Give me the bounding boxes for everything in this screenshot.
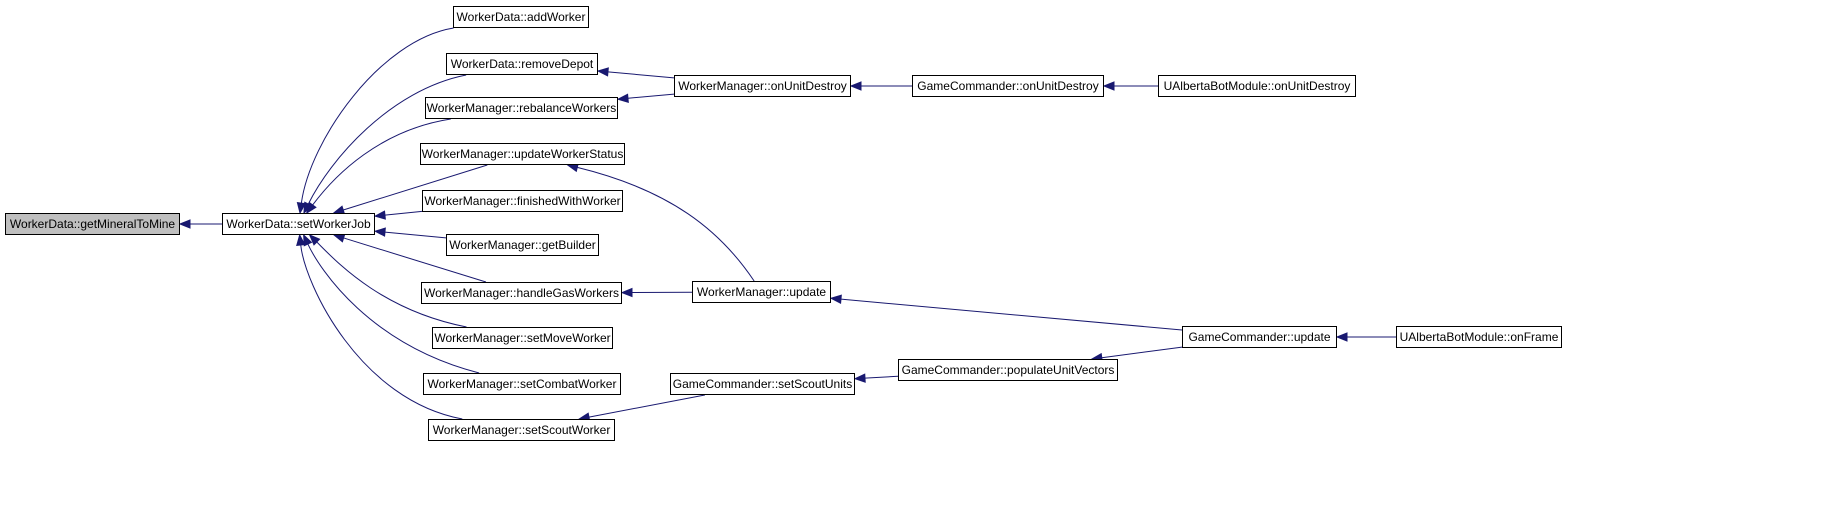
node-wmUpdate[interactable]: WorkerManager::update [692,281,831,303]
node-getMineralToMine: WorkerData::getMineralToMine [5,213,180,235]
edge-gcPopulateUnitVectors-to-gcSetScoutUnits [864,375,899,379]
node-rebalanceWorkers[interactable]: WorkerManager::rebalanceWorkers [425,97,618,119]
edge-handleGasWorkers-to-setWorkerJob [343,237,487,283]
node-setWorkerJob[interactable]: WorkerData::setWorkerJob [222,213,375,235]
edge-rebalanceWorkers-to-setWorkerJob [312,118,451,206]
arrowhead-uabOnFrame-to-gcUpdate [1335,332,1348,342]
edge-setCombatWorker-to-setWorkerJob [307,243,480,374]
arrowhead-addWorker-to-setWorkerJob [296,201,307,215]
node-gcPopulateUnitVectors[interactable]: GameCommander::populateUnitVectors [898,359,1118,381]
arrowhead-gcOnUnitDestroy-to-wmOnUnitDestroy [849,81,862,91]
arrowhead-finishedWithWorker-to-setWorkerJob [373,210,386,220]
node-uabOnFrame[interactable]: UAlbertaBotModule::onFrame [1396,326,1562,348]
edge-gcUpdate-to-gcPopulateUnitVectors [1101,346,1183,359]
node-gcOnUnitDestroy[interactable]: GameCommander::onUnitDestroy [912,75,1104,97]
edge-setScoutWorker-to-setWorkerJob [300,244,463,420]
edge-removeDepot-to-setWorkerJob [307,74,467,205]
edge-getBuilder-to-setWorkerJob [384,231,447,239]
arrowhead-wmOnUnitDestroy-to-rebalanceWorkers [616,93,629,103]
arrowhead-gcUpdate-to-wmUpdate [829,294,842,304]
edge-finishedWithWorker-to-setWorkerJob [384,210,423,216]
arrowhead-getBuilder-to-setWorkerJob [373,227,386,237]
edge-gcUpdate-to-wmUpdate [840,298,1183,331]
arrowhead-handleGasWorkers-to-setWorkerJob [332,233,346,243]
edge-wmUpdate-to-updateWorkerStatus [577,166,755,282]
edge-gcSetScoutUnits-to-setScoutWorker [588,394,705,418]
node-setScoutWorker[interactable]: WorkerManager::setScoutWorker [428,419,615,441]
node-updateWorkerStatus[interactable]: WorkerManager::updateWorkerStatus [420,143,625,165]
node-setMoveWorker[interactable]: WorkerManager::setMoveWorker [432,327,613,349]
edge-updateWorkerStatus-to-setWorkerJob [343,164,488,211]
edge-addWorker-to-setWorkerJob [300,27,454,204]
arrowhead-setMoveWorker-to-setWorkerJob [308,234,321,246]
edge-wmOnUnitDestroy-to-removeDepot [607,71,675,79]
arrowhead-setCombatWorker-to-setWorkerJob [303,233,313,247]
node-addWorker[interactable]: WorkerData::addWorker [453,6,589,28]
node-gcSetScoutUnits[interactable]: GameCommander::setScoutUnits [670,373,855,395]
arrowhead-wmOnUnitDestroy-to-removeDepot [596,67,609,77]
arrowhead-setWorkerJob-to-getMineralToMine [178,219,191,229]
arrowhead-wmUpdate-to-handleGasWorkers [620,287,633,298]
edge-wmOnUnitDestroy-to-rebalanceWorkers [627,93,675,99]
edge-setMoveWorker-to-setWorkerJob [316,241,467,328]
node-uabOnUnitDestroy[interactable]: UAlbertaBotModule::onUnitDestroy [1158,75,1356,97]
node-setCombatWorker[interactable]: WorkerManager::setCombatWorker [423,373,621,395]
arrowhead-uabOnUnitDestroy-to-gcOnUnitDestroy [1102,81,1115,91]
arrowhead-setScoutWorker-to-setWorkerJob [296,233,306,246]
node-finishedWithWorker[interactable]: WorkerManager::finishedWithWorker [422,190,623,212]
node-removeDepot[interactable]: WorkerData::removeDepot [446,53,598,75]
arrowhead-rebalanceWorkers-to-setWorkerJob [305,201,317,215]
arrowhead-gcPopulateUnitVectors-to-gcSetScoutUnits [853,373,866,383]
node-wmOnUnitDestroy[interactable]: WorkerManager::onUnitDestroy [674,75,851,97]
node-gcUpdate[interactable]: GameCommander::update [1182,326,1337,348]
node-handleGasWorkers[interactable]: WorkerManager::handleGasWorkers [421,282,622,304]
node-getBuilder[interactable]: WorkerManager::getBuilder [446,234,599,256]
